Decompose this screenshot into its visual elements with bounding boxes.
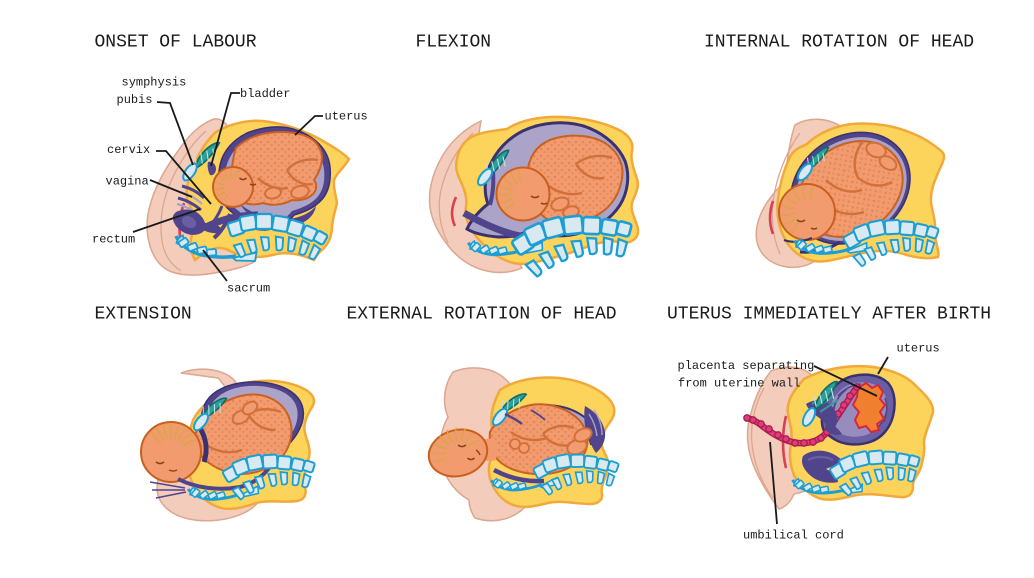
svg-text:placenta separating: placenta separating — [678, 359, 815, 373]
svg-text:cervix: cervix — [107, 143, 150, 157]
svg-text:vagina: vagina — [106, 175, 149, 189]
svg-text:ONSET OF LABOUR: ONSET OF LABOUR — [95, 33, 257, 53]
svg-text:uterus: uterus — [325, 110, 368, 124]
svg-text:uterus: uterus — [897, 342, 940, 356]
svg-text:INTERNAL ROTATION OF HEAD: INTERNAL ROTATION OF HEAD — [704, 33, 974, 53]
svg-text:EXTERNAL ROTATION OF HEAD: EXTERNAL ROTATION OF HEAD — [347, 305, 617, 325]
svg-text:sacrum: sacrum — [227, 282, 270, 296]
svg-text:bladder: bladder — [240, 87, 290, 101]
svg-text:EXTENSION: EXTENSION — [95, 305, 192, 325]
svg-text:symphysis: symphysis — [122, 76, 187, 90]
svg-text:rectum: rectum — [92, 233, 135, 247]
svg-text:UTERUS IMMEDIATELY AFTER BIRTH: UTERUS IMMEDIATELY AFTER BIRTH — [667, 305, 991, 325]
svg-text:pubis: pubis — [117, 93, 153, 107]
svg-text:from uterine wall: from uterine wall — [678, 377, 800, 391]
svg-text:FLEXION: FLEXION — [416, 33, 492, 53]
svg-text:umbilical cord: umbilical cord — [743, 529, 844, 543]
